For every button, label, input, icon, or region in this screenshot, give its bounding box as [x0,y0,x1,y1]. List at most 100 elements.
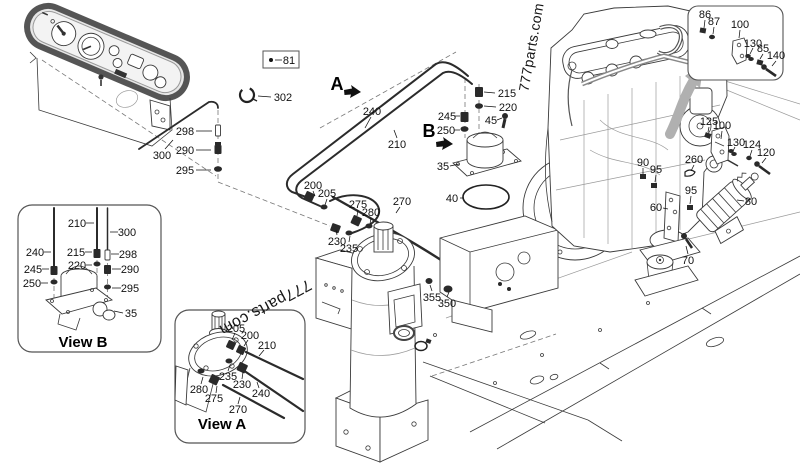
callout-215: 215 [67,247,85,259]
leader-line [761,157,767,164]
leader-line [237,396,241,405]
nut-125 [704,132,712,139]
leader-line [720,130,723,140]
leader-line [654,174,657,183]
detail-markers: A B [331,74,453,150]
callout-240: 240 [363,106,381,118]
fitting-230 [330,223,341,234]
leader-line [348,235,351,243]
callout-70: 70 [682,255,694,267]
callout-220: 220 [68,260,86,272]
callout-85: 85 [757,43,769,55]
detail-marker-a: A [331,74,344,94]
leader-line [215,385,218,394]
leader-line [483,91,496,94]
callout-81: 81 [283,55,295,67]
inset-detail-box [665,5,784,139]
leader-line [227,364,231,372]
washer-220 [475,103,483,109]
fitting-200 [304,191,315,202]
leader-line [369,217,372,225]
leader-line [429,284,433,292]
callout-300: 300 [118,227,136,239]
leader-line [258,349,265,357]
bolt-120 [754,161,760,167]
accumulator-cylinder [334,221,432,463]
callout-60: 60 [650,202,662,214]
rubber-mount [646,254,674,270]
detail-marker-b: B [423,121,436,141]
leader-line [703,19,706,29]
leader-line [312,190,316,197]
plug-350 [443,285,453,293]
callout-45: 45 [485,115,497,127]
callout-235: 235 [340,243,358,255]
leader-line [749,149,753,157]
leader-line [690,164,695,172]
callout-230: 230 [328,236,346,248]
leader-line [496,117,503,121]
washer-280 [365,223,373,229]
callout-295: 295 [176,165,194,177]
leader-line [395,206,401,214]
callout-270: 270 [229,404,247,416]
callout-250: 250 [437,125,455,137]
leader-line [393,129,398,139]
callout-295: 295 [121,283,139,295]
callout-215: 215 [498,88,516,100]
callout-230: 230 [233,379,251,391]
callout-87: 87 [708,16,720,28]
callout-240: 240 [252,388,270,400]
leader-line [689,195,692,205]
leader-line [335,229,338,236]
sleeve-298 [215,124,221,137]
engine-assembly [544,5,728,253]
washer-355 [425,278,433,284]
view-b-title: View B [59,334,108,351]
callout-210: 210 [68,218,86,230]
leader-line [712,26,715,35]
leader-line [200,376,204,385]
callout-350: 350 [438,298,456,310]
leader-line [364,116,372,129]
callout-260: 260 [685,154,703,166]
clamp-260 [684,169,696,177]
leader-line [257,95,272,98]
callout-130: 130 [744,38,762,50]
leader-line [736,199,745,202]
callout-125: 125 [700,116,718,128]
clamp-302 [238,86,256,104]
callout-245: 245 [438,111,456,123]
callout-290: 290 [121,264,139,276]
callout-290: 290 [176,145,194,157]
watermark-vertical: 777parts.com [515,2,546,93]
leader-line [483,105,497,108]
callout-35: 35 [125,308,137,320]
washer-205 [320,204,328,210]
throttle-bracket-main [704,126,771,176]
gauge-cluster [41,11,167,89]
bracket-60 [663,191,681,243]
fitting-245 [460,112,469,122]
callout-270: 270 [393,196,411,208]
callout-250: 250 [23,278,41,290]
callout-200: 200 [304,180,322,192]
arrow-a-icon [344,85,361,98]
callout-220: 220 [499,102,517,114]
callout-302: 302 [274,92,292,104]
view-a-title: View A [198,416,247,433]
bolt-45 [502,113,508,119]
view-a-box: View A [174,309,306,444]
filter-assembly [452,131,522,210]
callout-275: 275 [349,199,367,211]
leader-line [231,332,236,341]
nut-95b [687,205,693,210]
washer-250 [460,126,469,132]
callout-275: 275 [205,393,223,405]
callout-205: 205 [227,323,245,335]
callout-280: 280 [190,384,208,396]
nut-86 [699,27,707,34]
callout-100: 100 [731,19,749,31]
callout-200: 200 [241,330,259,342]
